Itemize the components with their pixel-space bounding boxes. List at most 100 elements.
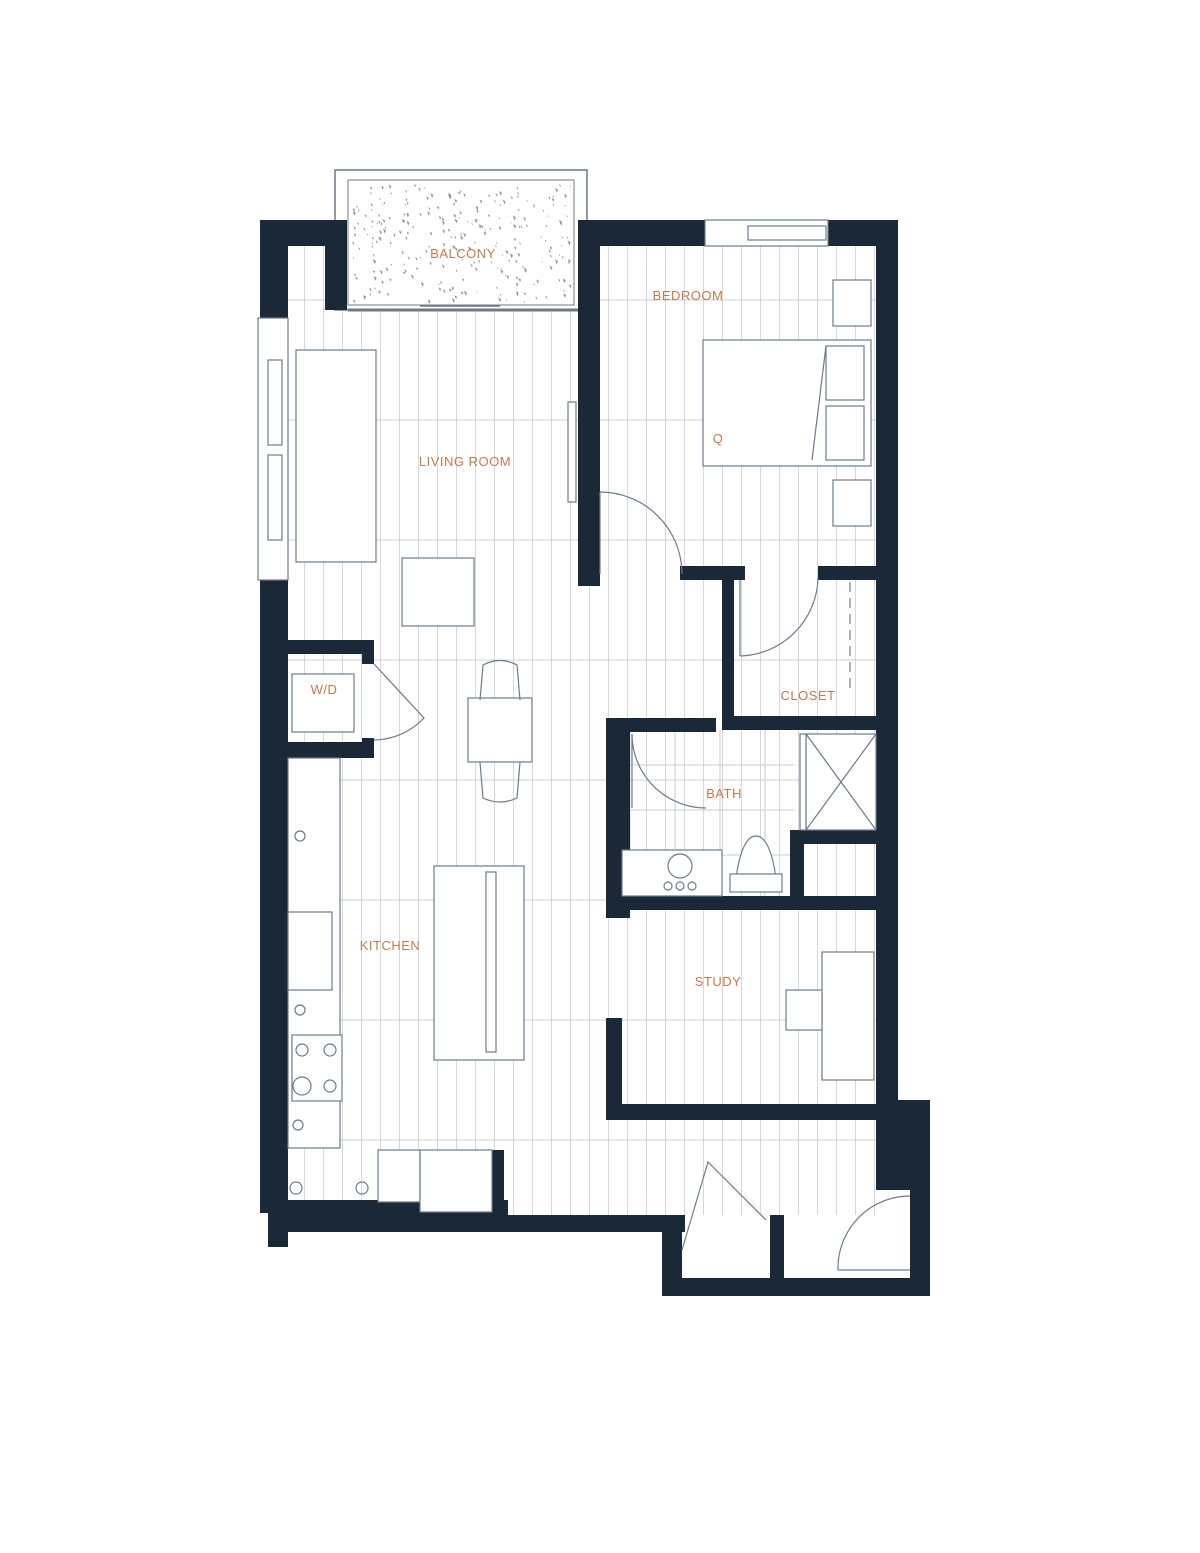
- balcony-speck: [415, 267, 418, 271]
- balcony-speck: [535, 296, 538, 300]
- balcony-speck: [544, 239, 547, 243]
- balcony-speck: [357, 209, 360, 212]
- balcony-speck: [378, 290, 381, 295]
- label-kitchen: KITCHEN: [360, 938, 421, 953]
- balcony-speck: [372, 259, 377, 265]
- label-closet: CLOSET: [780, 688, 835, 703]
- balcony-speck: [561, 236, 563, 239]
- balcony-speck: [370, 208, 373, 212]
- label-wd: W/D: [311, 682, 338, 697]
- balcony-speck: [357, 222, 360, 226]
- balcony-speck: [438, 283, 440, 286]
- balcony-speck: [436, 205, 440, 210]
- balcony-speck: [516, 195, 519, 199]
- balcony-speck: [380, 222, 383, 226]
- label-bedroom: BEDROOM: [653, 288, 724, 303]
- balcony-speck: [353, 273, 356, 277]
- balcony-speck: [442, 289, 446, 294]
- balcony-speck: [564, 204, 566, 208]
- balcony-speck: [510, 221, 512, 224]
- balcony-speck: [478, 259, 481, 264]
- balcony-speck: [403, 213, 406, 217]
- balcony-speck: [561, 255, 564, 259]
- balcony-speck: [371, 225, 373, 228]
- balcony-speck: [563, 193, 567, 199]
- balcony-speck: [393, 233, 396, 238]
- balcony-speck: [460, 290, 464, 296]
- balcony-speck: [460, 233, 462, 237]
- balcony-speck: [518, 225, 521, 229]
- balcony-speck: [495, 245, 497, 248]
- balcony-speck: [489, 227, 492, 231]
- windows: [257, 219, 829, 581]
- balcony-speck: [499, 203, 502, 207]
- outlet-icons: [289, 830, 369, 1195]
- balcony-speck: [363, 227, 366, 231]
- balcony-speck: [459, 211, 462, 216]
- balcony-speck: [516, 186, 519, 190]
- balcony-speck: [485, 229, 487, 232]
- balcony-speck: [428, 245, 430, 249]
- balcony-speck: [532, 205, 535, 209]
- balcony-speck: [405, 198, 408, 202]
- balcony-speck: [470, 263, 473, 268]
- balcony-speck: [501, 254, 503, 257]
- balcony-speck: [378, 197, 381, 201]
- balcony-speck: [438, 287, 442, 292]
- balcony-speck: [512, 215, 516, 221]
- balcony-speck: [455, 269, 458, 273]
- balcony-speck: [463, 193, 466, 198]
- balcony-speck: [352, 241, 355, 245]
- balcony-speck: [513, 237, 516, 242]
- balcony-speck: [410, 274, 414, 280]
- balcony-speck: [369, 287, 372, 292]
- balcony-speck: [506, 275, 510, 280]
- balcony-speck: [500, 269, 504, 275]
- balcony-speck: [379, 230, 382, 235]
- balcony-speck: [370, 192, 372, 195]
- balcony-speck: [384, 226, 387, 230]
- balcony-speck: [566, 215, 568, 218]
- balcony-speck: [551, 197, 555, 203]
- balcony-speck: [549, 265, 553, 271]
- balcony-speck: [404, 269, 407, 274]
- balcony-speck: [374, 287, 376, 290]
- balcony-speck: [447, 192, 452, 198]
- balcony-speck: [371, 236, 374, 240]
- balcony-speck: [505, 299, 508, 302]
- balcony-speck: [442, 242, 446, 247]
- balcony-speck: [352, 257, 355, 260]
- balcony-speck: [519, 242, 521, 245]
- balcony-speck: [490, 261, 493, 264]
- balcony-speck: [386, 292, 390, 297]
- balcony-speck: [412, 225, 415, 229]
- balcony-speck: [563, 293, 567, 299]
- balcony-speck: [502, 199, 506, 205]
- balcony-speck: [358, 247, 361, 251]
- balcony-speck: [498, 226, 502, 231]
- balcony-speck: [390, 192, 393, 195]
- balcony-speck: [460, 236, 463, 240]
- balcony-speck: [388, 184, 392, 189]
- balcony-speck: [533, 203, 535, 206]
- balcony-speck: [406, 201, 409, 206]
- balcony-speck: [371, 220, 374, 224]
- balcony-speck: [457, 191, 459, 195]
- balcony-speck: [567, 240, 571, 246]
- balcony-speck: [453, 213, 457, 219]
- balcony-speck: [376, 222, 378, 225]
- balcony-speck: [372, 253, 375, 257]
- balcony-speck: [441, 220, 445, 226]
- balcony-speck: [558, 219, 562, 225]
- balcony: [334, 169, 588, 311]
- balcony-speck: [451, 298, 455, 303]
- balcony-speck: [418, 187, 421, 192]
- balcony-speck: [362, 294, 367, 300]
- balcony-speck: [452, 286, 454, 289]
- balcony-speck: [542, 209, 545, 212]
- balcony-speck: [559, 184, 561, 188]
- balcony-speck: [567, 261, 570, 265]
- balcony-speck: [505, 249, 509, 255]
- balcony-speck: [523, 268, 527, 273]
